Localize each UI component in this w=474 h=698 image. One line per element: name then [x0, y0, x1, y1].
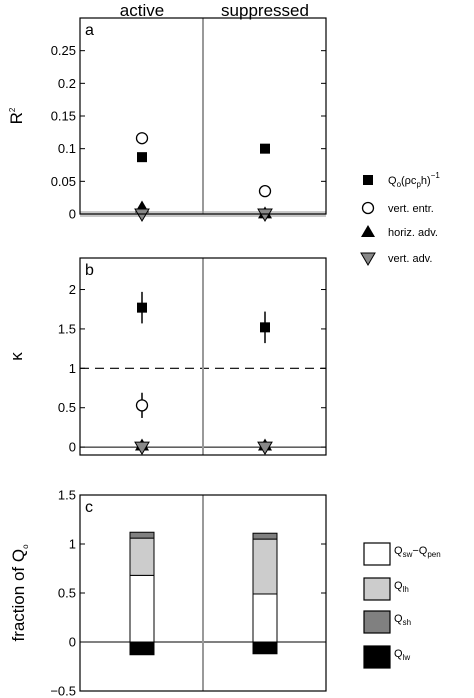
data-point-square: [137, 302, 147, 313]
legend-marker-triangle-down: [360, 252, 376, 266]
legend-text-sub: lh: [403, 585, 409, 594]
legend-text-sub: p: [416, 180, 421, 189]
legend-label: Qlw: [394, 648, 410, 662]
data-point-triangle-down: [134, 441, 150, 456]
data-point-triangle-down: [257, 441, 273, 456]
legend-label: horiz. adv.: [388, 227, 438, 239]
legend-text-tail: h): [421, 175, 431, 187]
panel-frame: [79, 17, 327, 215]
legend-label: Qsw−Qpen: [394, 545, 441, 559]
panel-frame: [79, 494, 327, 692]
legend-text-mid: (ρc: [401, 175, 417, 187]
column-header-suppressed: suppressed: [221, 1, 309, 20]
legend-text-mid: −Q: [412, 545, 427, 557]
panel-c: −0.5 0 0.5 1 1.5 c fraction of Qo: [9, 488, 327, 698]
legend-text-main: Q: [394, 545, 403, 557]
bar-segment: [252, 593, 278, 643]
bar-segment: [129, 641, 155, 656]
legend-text-main: Q: [394, 648, 403, 660]
legend-text: vert. adv.: [388, 253, 432, 265]
y-tick-label: 0: [69, 440, 76, 455]
bar-segment: [252, 641, 278, 655]
legend-text-main: Q: [388, 175, 397, 187]
data-point-circle: [135, 399, 149, 412]
y-tick-label: 0.15: [51, 109, 76, 124]
legend-label: Qo(ρcph)−1: [388, 171, 440, 189]
legend-marker-triangle-up: [361, 225, 375, 237]
legend-marker-square: [363, 175, 373, 185]
y-axis-label-main: fraction of Q: [9, 549, 28, 642]
panel-label: a: [85, 22, 94, 39]
y-axis-label: R2: [7, 107, 26, 124]
y-tick-label: 0.05: [51, 174, 76, 189]
y-axis-label: fraction of Qo: [9, 544, 30, 642]
bar-segment: [129, 537, 155, 576]
panel-label: c: [85, 499, 93, 516]
bar-segment: [252, 532, 278, 540]
bar-segment: [129, 531, 155, 539]
y-tick-label: 0: [69, 635, 76, 650]
data-point-triangle-down: [257, 208, 273, 222]
legend-text-main: Q: [394, 613, 403, 625]
panel-frame: [79, 257, 327, 456]
data-point-circle: [135, 132, 149, 145]
y-axis-label-main: κ: [7, 352, 26, 361]
y-tick-label: 0.25: [51, 43, 76, 58]
y-tick-label: 1.5: [58, 321, 76, 336]
legend-text: vert. entr.: [388, 203, 434, 215]
data-point-triangle-down: [134, 208, 150, 222]
legend-label: Qsh: [394, 613, 411, 627]
y-tick-label: 0.2: [58, 76, 76, 91]
legend-text-sub: pen: [427, 550, 440, 559]
y-tick-label: 0.5: [58, 586, 76, 601]
legend-swatch: [363, 645, 391, 669]
data-point-square: [260, 143, 270, 154]
y-axis-label-sup: 2: [8, 107, 17, 112]
legend-text-main: Q: [394, 580, 403, 592]
legend-swatch: [363, 577, 391, 601]
legend-text-sup: −1: [431, 171, 441, 180]
data-point-circle: [258, 184, 272, 198]
legend-swatch: [363, 542, 391, 566]
panel-a: 0 0.05 0.1 0.15 0.2 0.25 aR2: [7, 17, 327, 222]
legend-text-sub: sw: [403, 550, 413, 559]
y-tick-label: 0.5: [58, 400, 76, 415]
y-axis-label-sub: o: [21, 544, 30, 549]
y-tick-label: 0: [69, 207, 76, 222]
y-tick-label: 2: [69, 282, 76, 297]
bar-segment: [252, 538, 278, 595]
legend-label: vert. entr.: [388, 203, 434, 215]
panel-label: b: [85, 262, 94, 279]
data-point-square: [260, 322, 270, 333]
y-axis-label: κ: [7, 352, 26, 361]
y-tick-label: −0.5: [50, 684, 76, 698]
legend-label: Qlh: [394, 580, 409, 594]
legend-markers: Qo(ρcph)−1 vert. entr. horiz. adv. vert. ad…: [360, 171, 440, 266]
data-point-square: [137, 152, 147, 163]
bar-segment: [129, 574, 155, 643]
column-header-active: active: [120, 1, 164, 20]
y-tick-label: 0.1: [58, 141, 76, 156]
legend-text-sub: sh: [403, 618, 411, 627]
legend-text: horiz. adv.: [388, 227, 438, 239]
legend-swatch: [363, 610, 391, 634]
legend-text-sub: lw: [403, 653, 411, 662]
panel-b: 0 0.5 1 1.5 2b κ: [7, 257, 327, 456]
legend-label: vert. adv.: [388, 253, 432, 265]
y-tick-label: 1.5: [58, 488, 76, 503]
y-tick-label: 1: [69, 361, 76, 376]
legend-marker-circle: [361, 201, 375, 215]
legend-text-sub: o: [397, 180, 402, 189]
y-axis-label-main: R: [7, 112, 26, 124]
y-tick-label: 1: [69, 537, 76, 552]
